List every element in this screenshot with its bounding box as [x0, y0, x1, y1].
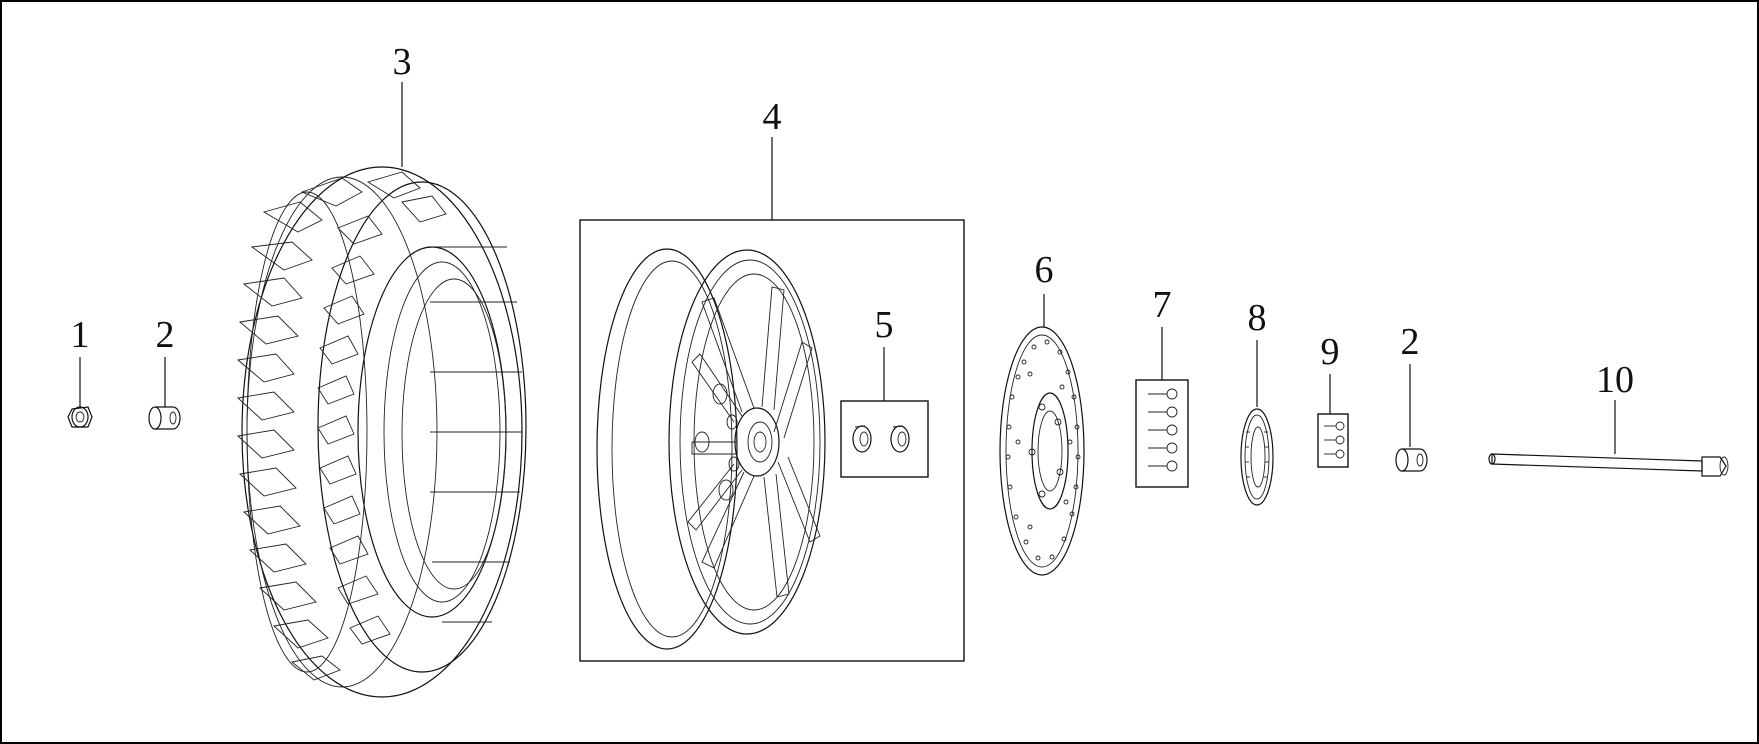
part-7-disc-bolts	[1135, 327, 1189, 488]
part-2-spacer-left	[148, 357, 181, 430]
part-5-bearings	[840, 347, 929, 478]
callout-6: 6	[1035, 249, 1054, 291]
part-8-tone-ring	[1240, 340, 1274, 506]
part-6-brake-disc	[999, 294, 1085, 576]
callout-8: 8	[1248, 297, 1267, 339]
part-2-spacer-right	[1395, 364, 1428, 472]
callout-2-right: 2	[1401, 321, 1420, 363]
callout-4: 4	[763, 96, 782, 138]
callout-7: 7	[1153, 284, 1172, 326]
part-4-wheel-rim	[579, 137, 965, 662]
part-1-nut	[67, 357, 93, 428]
part-3-tyre	[236, 82, 527, 698]
part-9-screws	[1317, 374, 1349, 468]
callout-3: 3	[393, 41, 412, 83]
callout-5: 5	[875, 304, 894, 346]
callout-1: 1	[71, 314, 90, 356]
part-10-axle	[1488, 400, 1729, 477]
callout-9: 9	[1321, 331, 1340, 373]
callout-2-left: 2	[156, 314, 175, 356]
callout-10: 10	[1596, 359, 1634, 401]
